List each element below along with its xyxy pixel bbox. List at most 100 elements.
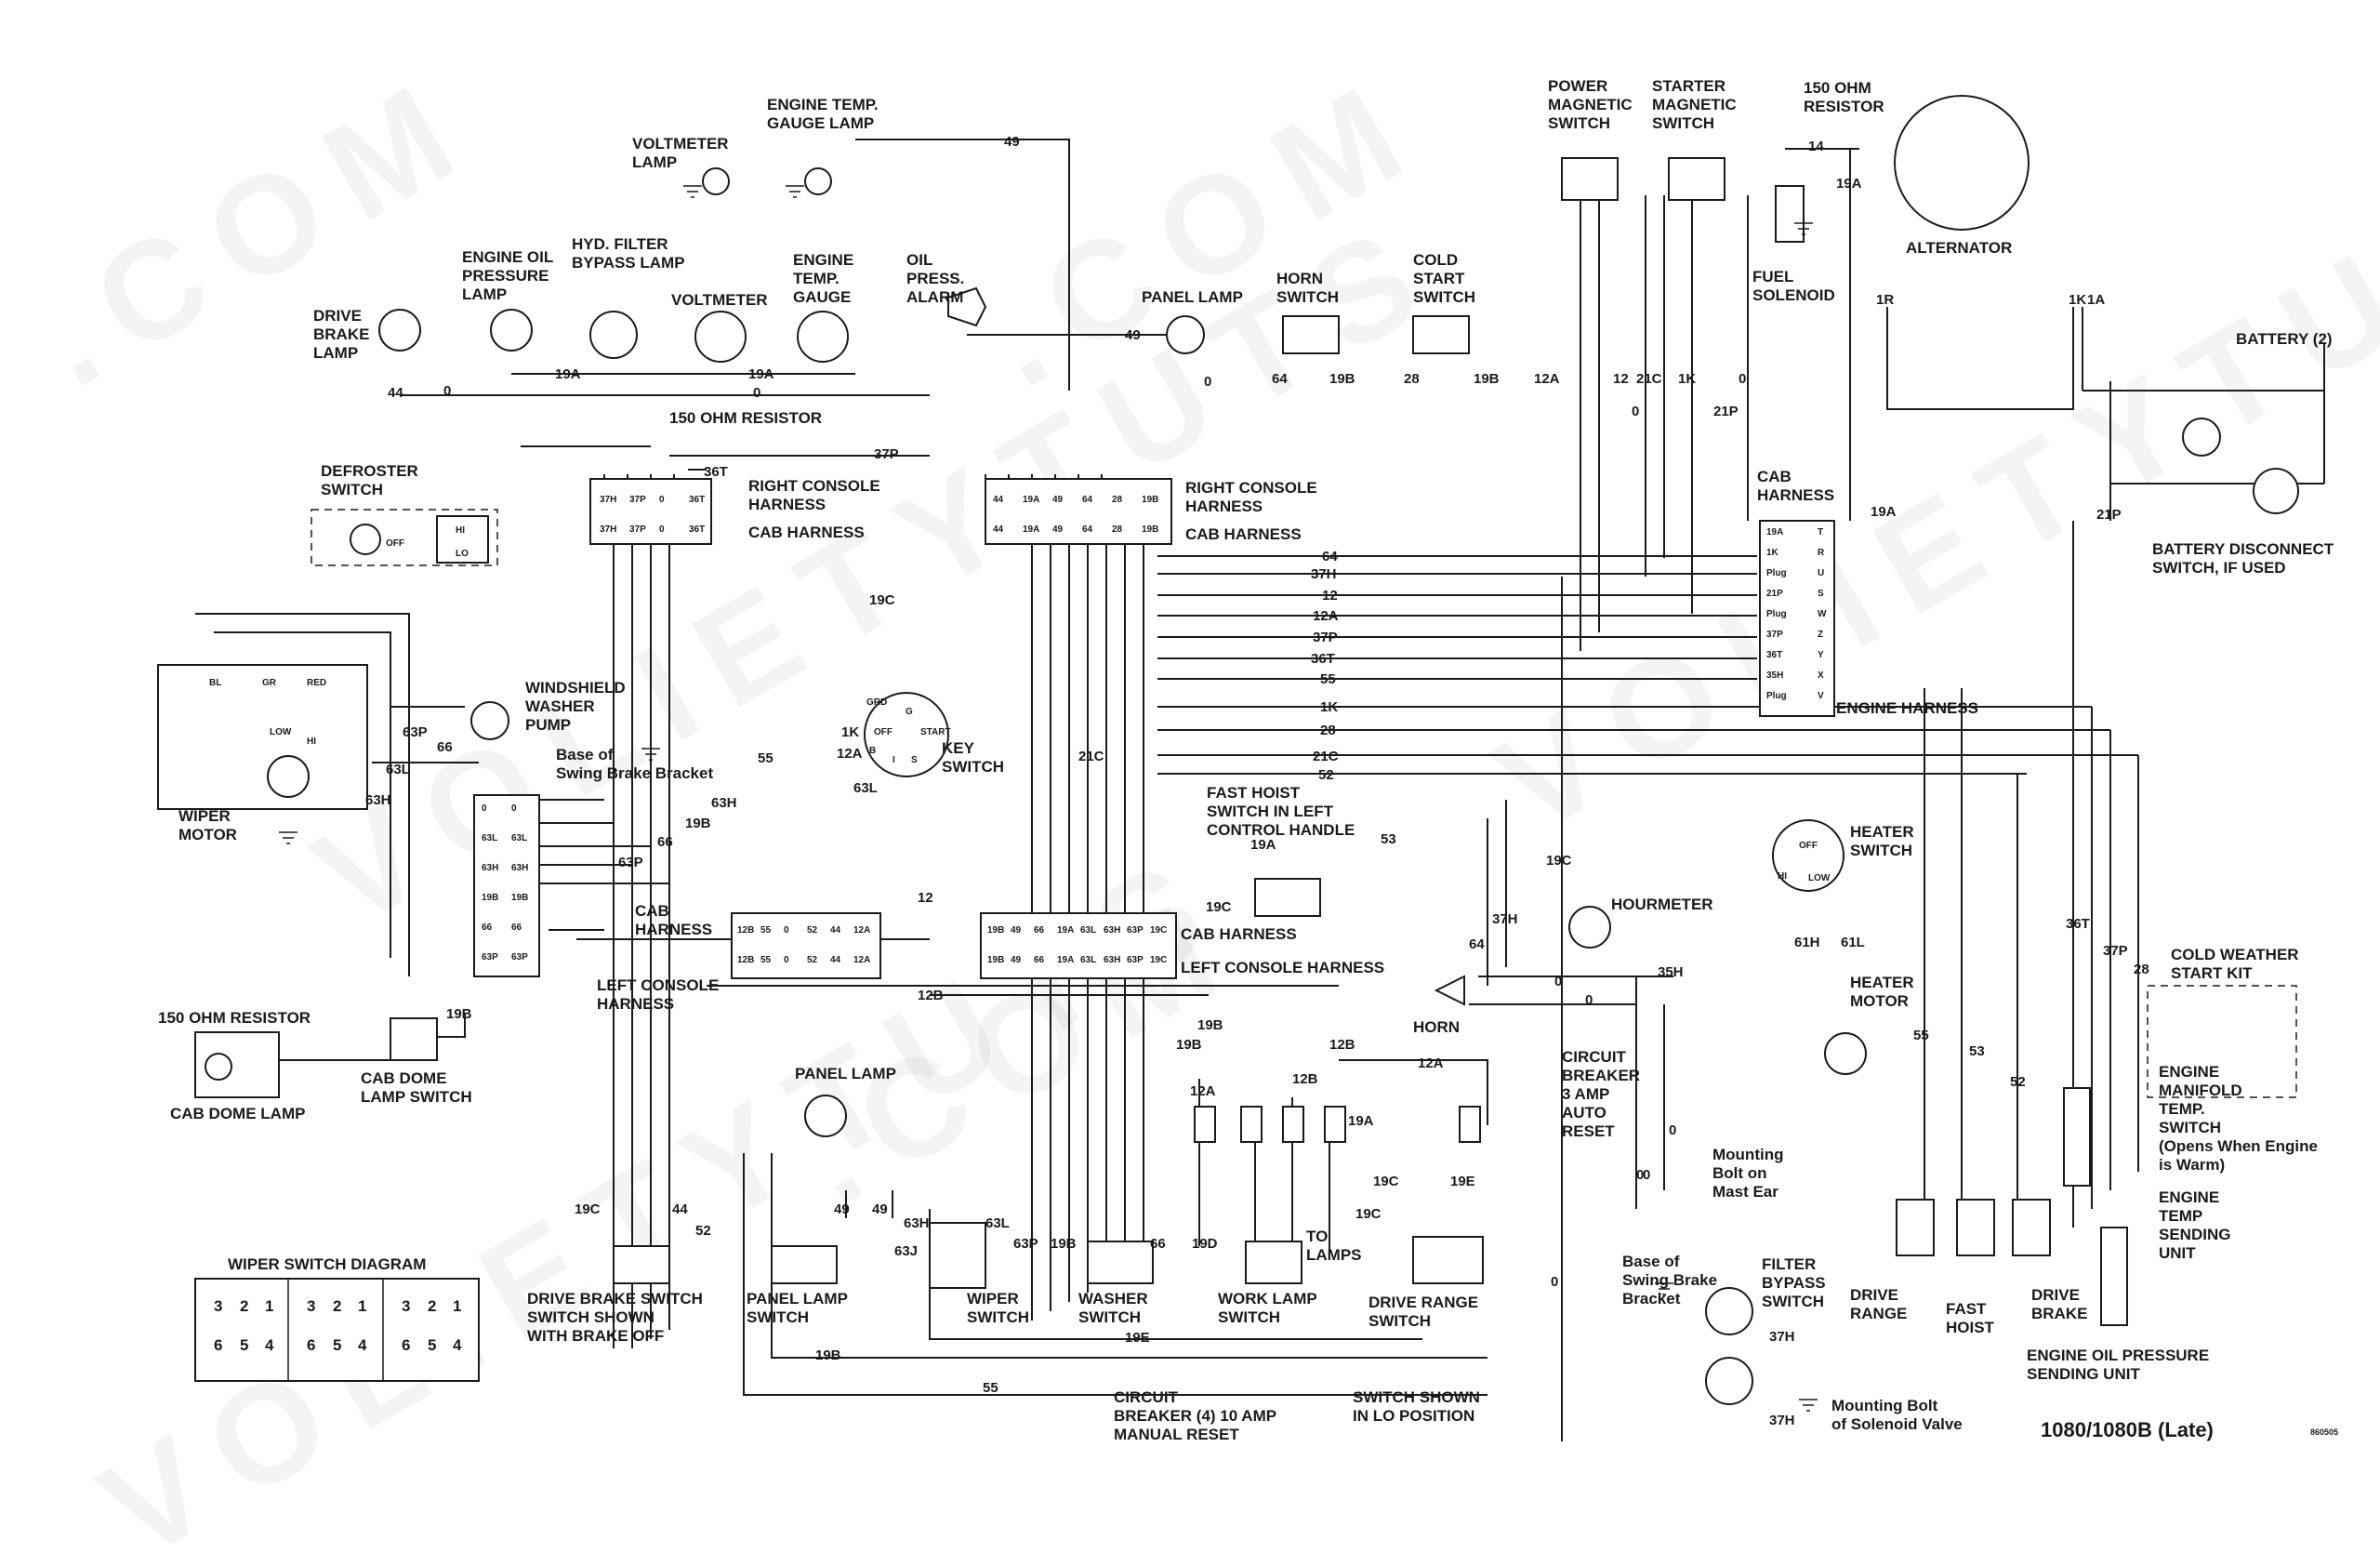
- switch-position-key: S: [911, 755, 918, 765]
- wire-label: 1R: [1876, 292, 1894, 308]
- cab-harness-pin: R: [1818, 548, 1825, 558]
- fuel-solenoid-symbol: [1775, 185, 1805, 243]
- wire-label: 0: [443, 383, 451, 399]
- voltmeter-lamp-symbol: [702, 167, 730, 195]
- wire-label: 0: [1551, 1274, 1558, 1290]
- wire-19B: [437, 1014, 466, 1038]
- wire-label: 37H: [1492, 911, 1518, 927]
- wire-bundle: [1198, 1079, 1330, 1255]
- heater-motor-symbol: [1824, 1032, 1867, 1075]
- left-console-right-pin: 66: [1034, 955, 1045, 965]
- wire-label: 63P: [1013, 1236, 1038, 1252]
- left-console-left-pin: 44: [830, 955, 841, 965]
- right-console-right-pin: 19B: [1142, 495, 1158, 505]
- cab-harness-pin: U: [1818, 568, 1824, 578]
- label-alternator: ALTERNATOR: [1906, 239, 2012, 257]
- cab-harness-pin: Plug: [1766, 691, 1787, 701]
- right-console-right-pin: 28: [1112, 495, 1123, 505]
- washer-block-pin: 63L: [511, 833, 527, 843]
- wire-label: 37H: [1769, 1329, 1795, 1345]
- wiper-switch-terminal: 5: [333, 1336, 341, 1354]
- wire-label: 64: [1272, 371, 1288, 387]
- wire-label: 0: [1643, 1167, 1650, 1183]
- switch-position-key: OFF: [874, 727, 892, 737]
- washer-block-connector: [473, 794, 540, 977]
- washer-block-pin: 63H: [482, 863, 498, 873]
- wire-label: 52: [2010, 1074, 2026, 1090]
- wire-1R: [1886, 307, 2074, 410]
- switch-position-wiper-motor-wires: LOW: [270, 727, 292, 737]
- left-console-right-pin: 19A: [1057, 925, 1074, 936]
- left-console-left-pin: 12B: [737, 925, 754, 936]
- wire-label: 21C: [1313, 749, 1339, 764]
- drive-range-switch-symbol: [1412, 1236, 1484, 1284]
- washer-block-pin: 0: [511, 803, 517, 814]
- right-console-left-pin: 37H: [600, 524, 616, 535]
- wire-label: 21C: [1078, 749, 1104, 764]
- wires: [195, 139, 2325, 1441]
- left-console-left-pin: 55: [760, 925, 772, 936]
- wire-label: 37P: [2103, 943, 2128, 959]
- wire-0: [1469, 976, 1673, 1005]
- wire-label: 12A: [1313, 608, 1339, 624]
- left-console-right-pin: 63H: [1104, 955, 1120, 965]
- wiper-switch-diagram-dividers: [287, 1279, 384, 1381]
- wire-label: 19A: [555, 366, 581, 382]
- switch-position-key: B: [869, 746, 876, 756]
- wire-label: 19B: [1474, 371, 1500, 387]
- left-console-right-pin: 19A: [1057, 955, 1074, 965]
- wiper-switch-terminal: 4: [358, 1336, 367, 1354]
- wire-label: 19B: [1197, 1017, 1223, 1033]
- washer-pump-motor-symbol: [470, 701, 509, 740]
- left-console-left-pin: 52: [807, 955, 818, 965]
- washer-block-pin: 63H: [511, 863, 528, 873]
- wiper-switch-terminal: 6: [214, 1336, 222, 1354]
- switch-position-heater: OFF: [1799, 841, 1818, 851]
- solenoid-valve-symbol: [1705, 1357, 1753, 1405]
- wire-label: 19A: [1348, 1113, 1374, 1129]
- washer-block-pin: 63P: [482, 952, 498, 962]
- cab-harness-connector-right: [1759, 520, 1835, 717]
- left-console-left-pin: 44: [830, 925, 841, 936]
- wire-label: 63P: [618, 855, 643, 870]
- cab-harness-pin: Z: [1818, 630, 1823, 640]
- wire-bundle: [1580, 195, 1749, 651]
- cab-harness-pin: Plug: [1766, 568, 1787, 578]
- alternator-symbol: [1894, 95, 2030, 231]
- left-console-connector-left: [731, 912, 881, 979]
- left-console-connector-right: [980, 912, 1177, 979]
- drive-brake-switch-symbol: [613, 1245, 670, 1284]
- cab-harness-pin: W: [1818, 609, 1827, 619]
- label-hourmeter: HOURMETER: [1611, 896, 1713, 913]
- wire-19B: [771, 1153, 1488, 1359]
- left-console-left-pin: 0: [784, 955, 789, 965]
- wire-label: 61H: [1794, 935, 1820, 950]
- wire-label: 63H: [365, 792, 391, 808]
- wiper-switch-terminal: 3: [307, 1297, 315, 1315]
- wire-label: 19C: [1355, 1206, 1382, 1222]
- wire-label: 64: [1469, 936, 1485, 952]
- circuit-breaker-e: [1459, 1106, 1481, 1143]
- right-console-right-pin: 44: [993, 495, 1004, 505]
- wire-label: 19D: [1192, 1236, 1218, 1252]
- wiper-motor-box: [157, 664, 368, 810]
- wiper-switch-terminal: 4: [453, 1336, 462, 1354]
- switch-position-defroster: OFF: [386, 538, 404, 549]
- left-console-right-pin: 66: [1034, 925, 1045, 936]
